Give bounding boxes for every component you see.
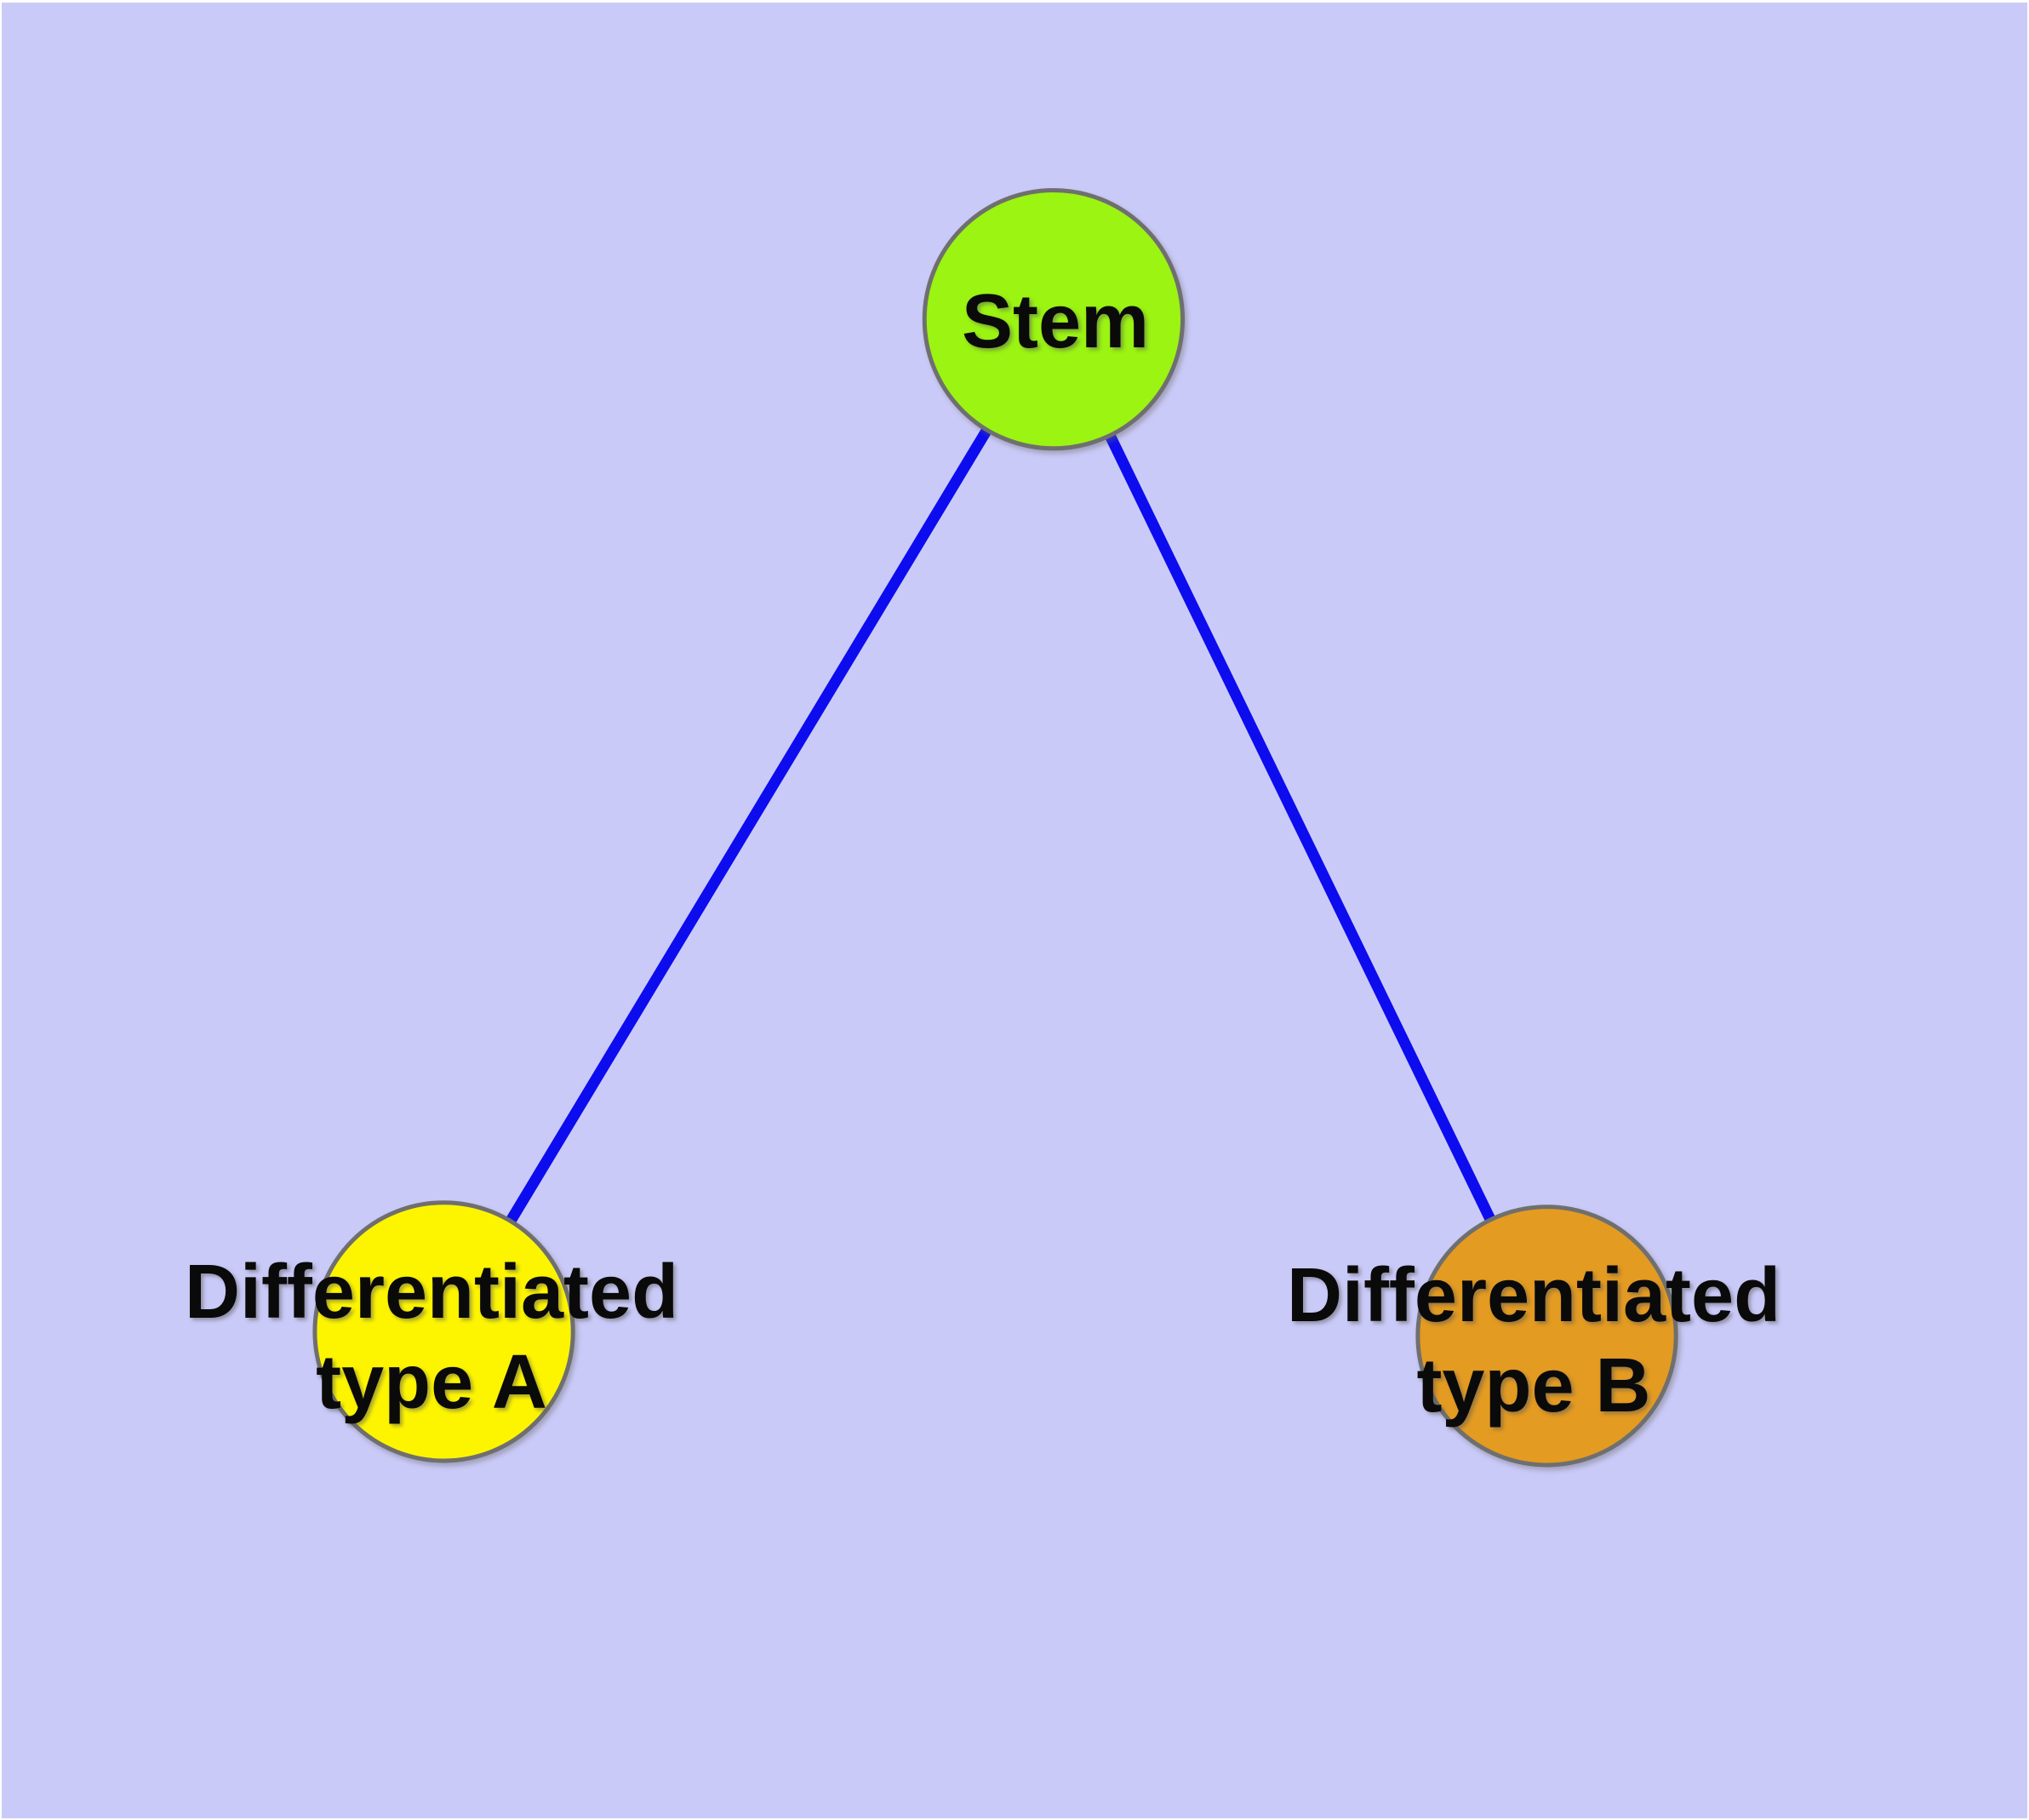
node-differentiated-type-b[interactable] xyxy=(1415,1205,1678,1468)
diagram-canvas: Stem Differentiated type A Differentiate… xyxy=(2,3,2027,1818)
node-differentiated-type-a[interactable] xyxy=(312,1200,575,1463)
edge-stem-to-type-b xyxy=(1049,317,1552,1339)
node-stem[interactable] xyxy=(922,187,1186,451)
edge-stem-to-type-a xyxy=(439,316,1059,1335)
graph-svg xyxy=(312,187,1678,1468)
